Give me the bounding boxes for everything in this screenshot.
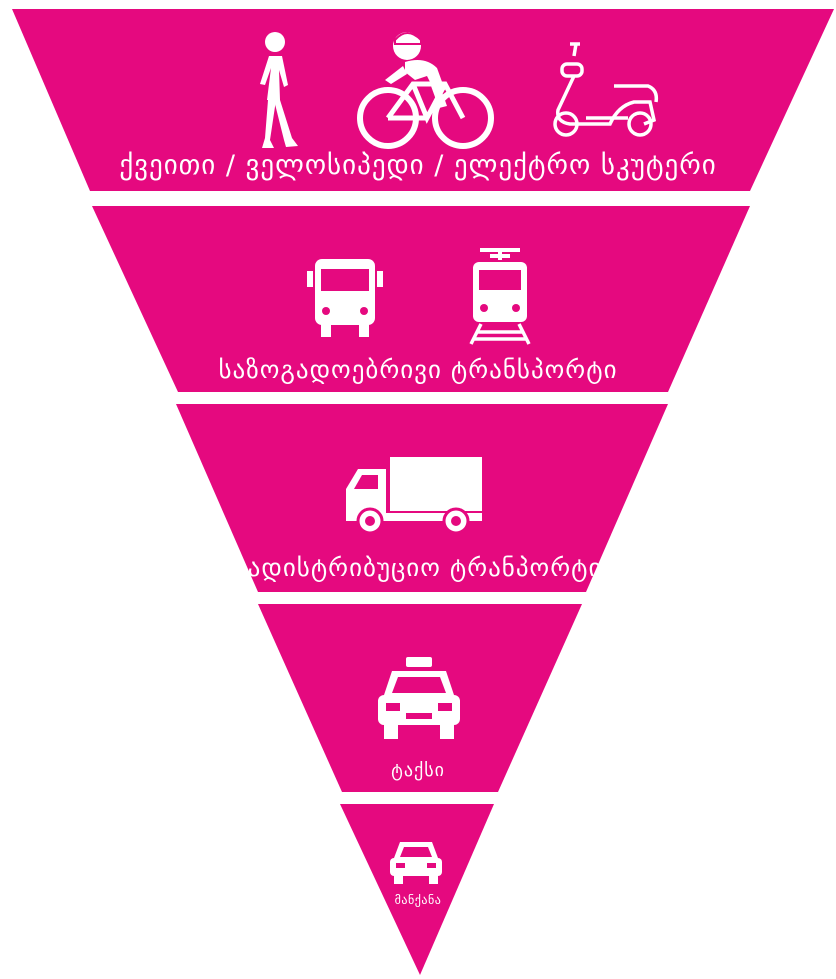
bus-icon <box>305 255 385 340</box>
tier-3-label: სადისტრიბუციო ტრანპორტი <box>233 553 603 582</box>
pedestrian-icon <box>240 30 310 155</box>
tier-2-label: საზოგადოებრივი ტრანსპორტი <box>218 355 618 384</box>
tier-5-label: მანქანა <box>394 893 442 907</box>
taxi-icon <box>374 655 464 745</box>
tram-icon <box>465 246 535 346</box>
car-icon <box>388 838 444 886</box>
scooter-icon <box>548 40 663 140</box>
tier-4-label: ტაქსი <box>391 760 445 781</box>
cyclist-icon <box>355 28 495 153</box>
truck-icon <box>344 455 484 535</box>
tier-1-label: ქვეითი / ველოსიპედი / ელექტრო სკუტერი <box>119 150 717 181</box>
